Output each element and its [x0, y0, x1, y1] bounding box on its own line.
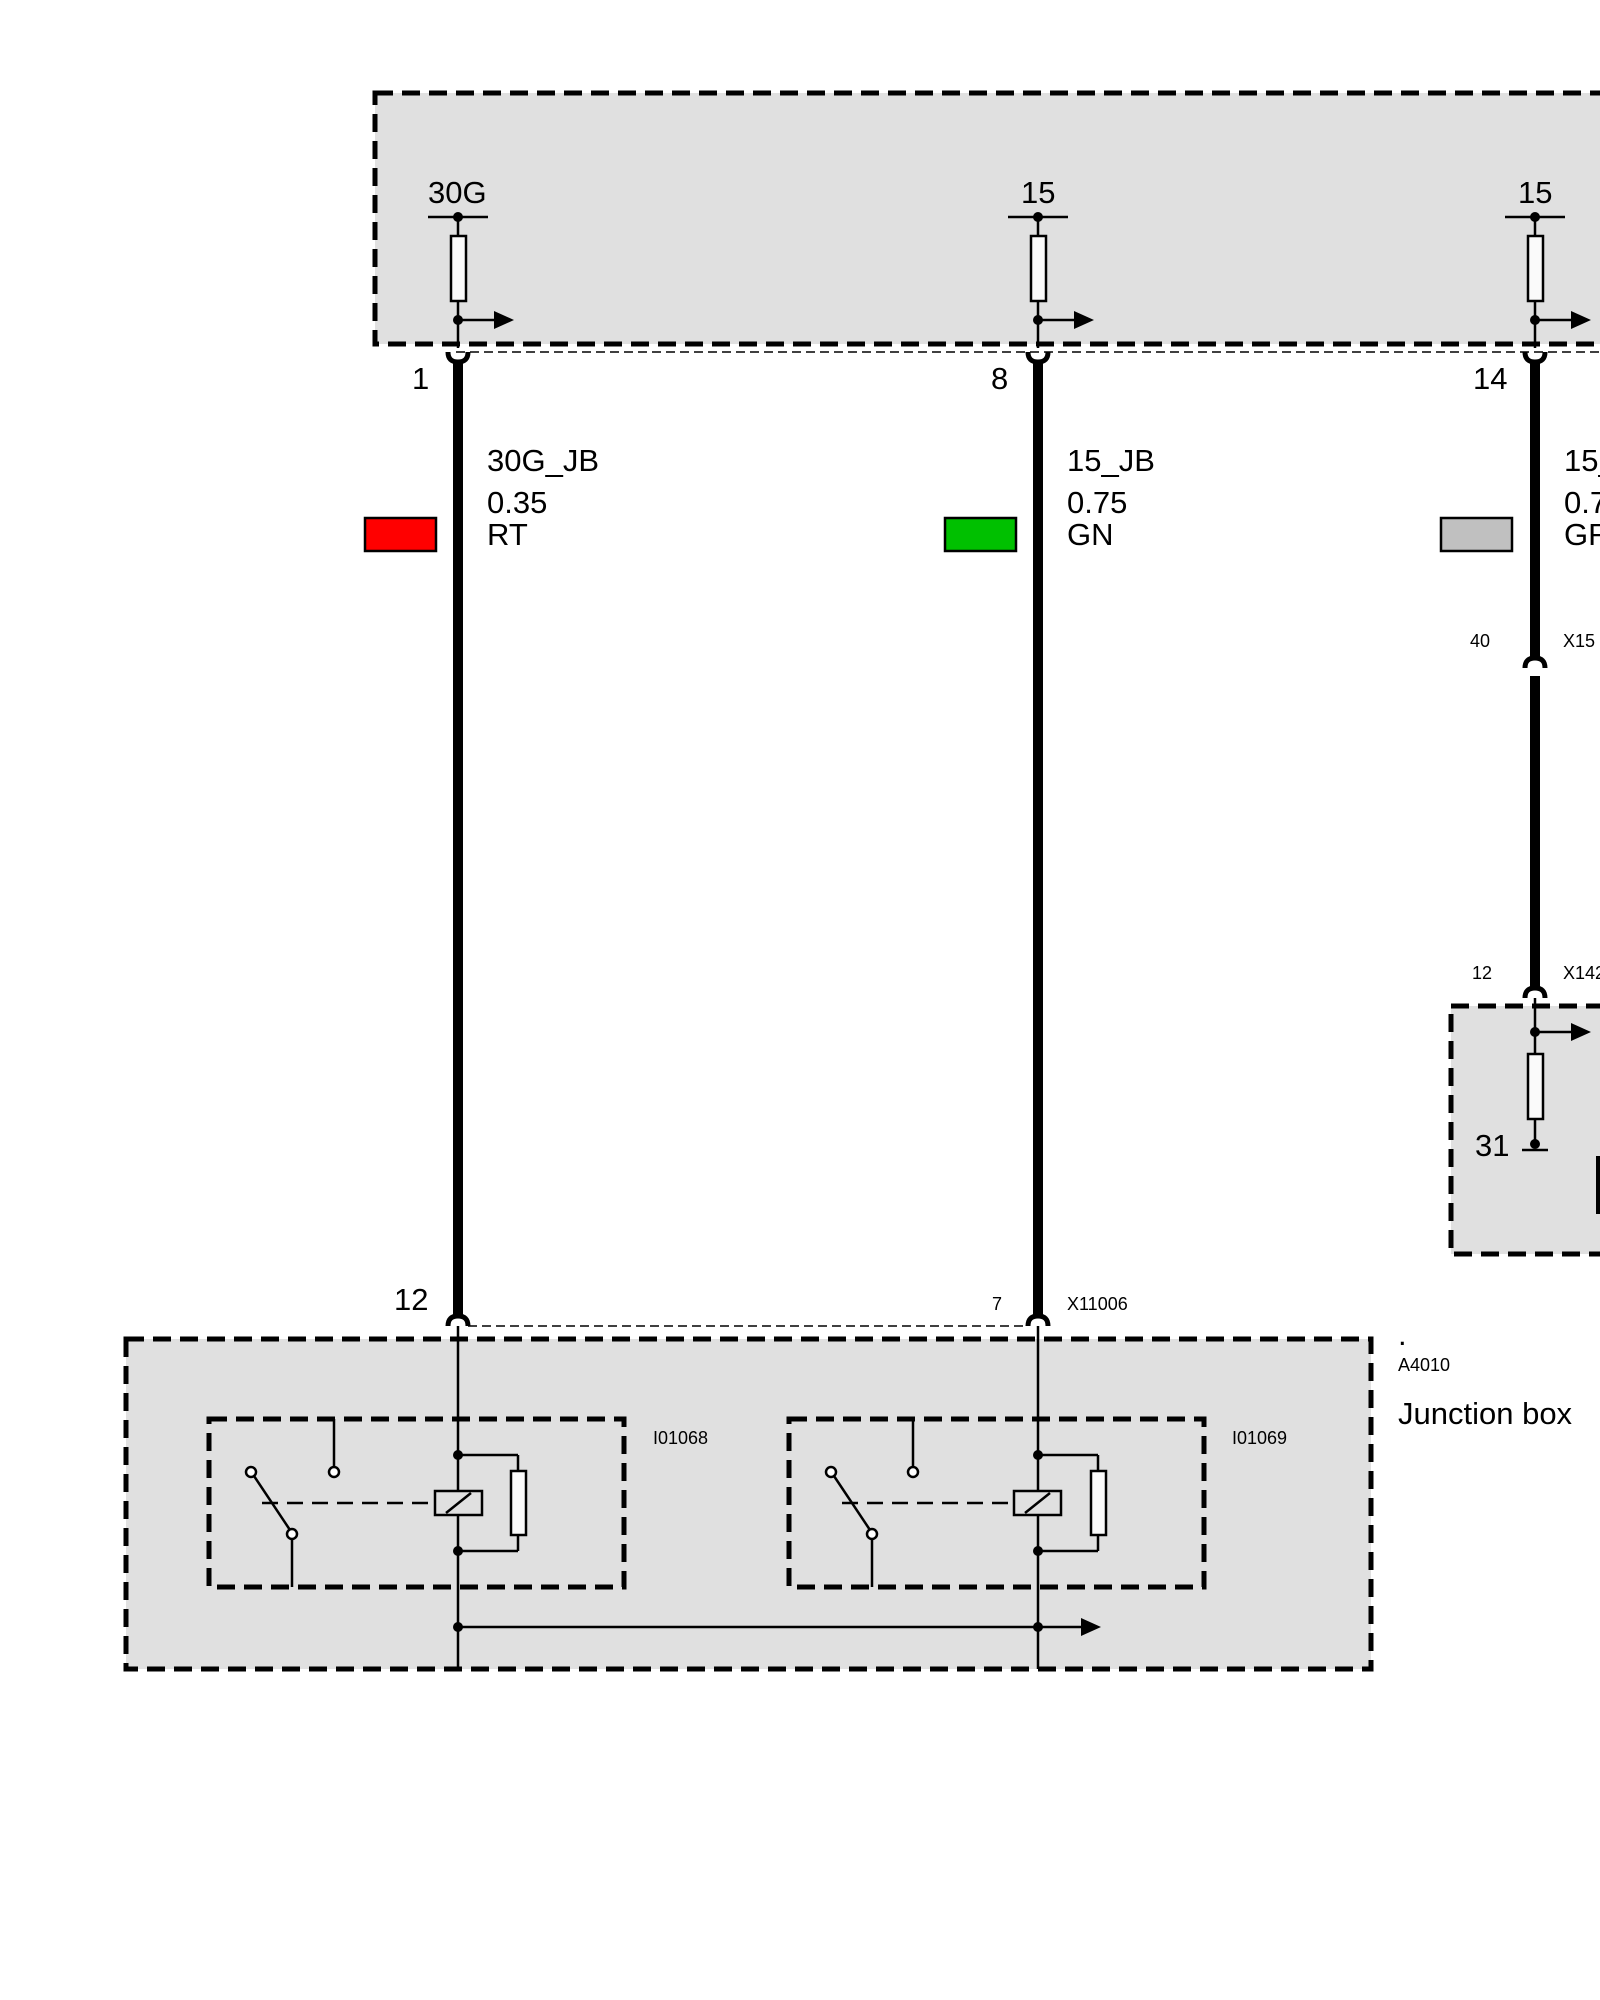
wire-color-swatch-gr [1439, 516, 1514, 553]
terminal-label-30g: 30G [428, 175, 487, 210]
connector-label-x11006: X11006 [1067, 1294, 1128, 1314]
arrow-icon [1074, 311, 1094, 329]
wire-15-jb: 8 15_JB 0.75 GN 7 X11006 [943, 351, 1155, 1327]
wire-color-code-30g-jb: RT [487, 517, 528, 552]
connector-pin-12: 12 [1472, 963, 1492, 983]
wire-30g-jb: 1 30G_JB 0.35 RT 12 [363, 351, 599, 1327]
fuse-30g: 30G [428, 175, 514, 348]
ground-terminal-31: 31 [1475, 1128, 1509, 1163]
relay-box-right [786, 1416, 1207, 1590]
wire-gauge-15: 0.7 [1564, 485, 1600, 520]
wire-color-code-15-jb: GN [1067, 517, 1114, 552]
pin-top-8: 8 [991, 361, 1008, 396]
wire-signal-15-jb: 15_JB [1067, 443, 1155, 478]
ground-module: 31 [1475, 998, 1600, 1214]
wire-gauge-15-jb: 0.75 [1067, 485, 1127, 520]
pin-bottom-7: 7 [992, 1294, 1002, 1314]
relay-right [824, 1326, 1108, 1669]
connector-label-x142: X142 [1563, 963, 1600, 983]
ground-module-box [1448, 1003, 1600, 1257]
fuse-15a: 15 [1008, 175, 1094, 348]
connector-pin-40: 40 [1470, 631, 1490, 651]
relay-left [244, 1326, 528, 1669]
relay-label-left: I01068 [653, 1428, 708, 1448]
wire-signal-30g-jb: 30G_JB [487, 443, 599, 478]
junction-box-code: A4010 [1398, 1355, 1450, 1375]
pin-top-1: 1 [412, 361, 429, 396]
arrow-icon [1571, 1023, 1591, 1041]
fuse-15b: 15 [1505, 175, 1591, 348]
wire-color-swatch-rt [363, 516, 438, 553]
wire-color-swatch-gn [943, 516, 1018, 553]
junction-box-name: Junction box [1398, 1396, 1573, 1431]
wire-signal-15: 15_ [1564, 443, 1600, 478]
arrow-icon [1081, 1618, 1101, 1636]
arrow-icon [494, 311, 514, 329]
relay-box-left [206, 1416, 627, 1590]
wire-gauge-30g-jb: 0.35 [487, 485, 547, 520]
connector-label-x15: X15 [1563, 631, 1595, 651]
arrow-icon [1571, 311, 1591, 329]
relay-label-right: I01069 [1232, 1428, 1287, 1448]
junction-box [123, 1336, 1374, 1672]
pin-top-14: 14 [1473, 361, 1507, 396]
fuse-module-box [372, 90, 1600, 347]
wire-color-code-gr: GR [1564, 517, 1600, 552]
pin-bottom-12: 12 [394, 1282, 428, 1317]
junction-box-dot: . [1398, 1317, 1407, 1352]
wire-15-partial: 14 15_ 0.7 GR 40 X15 12 X142 [1439, 351, 1600, 999]
junction-bus [453, 1618, 1101, 1636]
terminal-label-15a: 15 [1021, 175, 1055, 210]
terminal-label-15b: 15 [1518, 175, 1552, 210]
